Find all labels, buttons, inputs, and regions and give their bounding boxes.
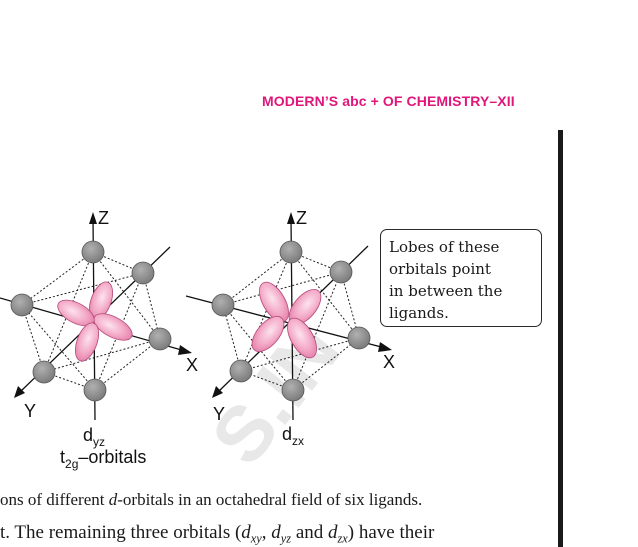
callout-line: ligands.	[389, 304, 449, 322]
orbital-diagram-dzx: Z X Y dzx	[185, 208, 395, 448]
callout-line: in between the	[389, 282, 503, 300]
svg-text:X: X	[383, 352, 395, 372]
callout-line: Lobes of these	[389, 238, 500, 256]
svg-text:Y: Y	[24, 401, 36, 421]
running-header: MODERN’S abc + OF CHEMISTRY–XII	[262, 93, 515, 109]
svg-text:X: X	[186, 355, 198, 375]
callout-line: orbitals point	[389, 260, 491, 278]
svg-text:dyz: dyz	[83, 425, 105, 449]
page-margin-rule	[558, 130, 563, 547]
svg-text:Y: Y	[213, 404, 225, 424]
body-text-line: t. The remaining three orbitals (dxy, dy…	[0, 522, 435, 546]
svg-text:dzx: dzx	[282, 424, 304, 448]
svg-text:Z: Z	[98, 208, 109, 228]
lobes-callout: Lobes of these orbitals point in between…	[380, 229, 542, 327]
figure-caption: ons of different d-orbitals in an octahe…	[0, 490, 423, 509]
svg-text:Z: Z	[296, 208, 307, 228]
orbital-diagram-dyz: Z X Y dyz t2g–orbitals	[0, 208, 198, 471]
svg-text:t2g–orbitals: t2g–orbitals	[60, 447, 146, 471]
